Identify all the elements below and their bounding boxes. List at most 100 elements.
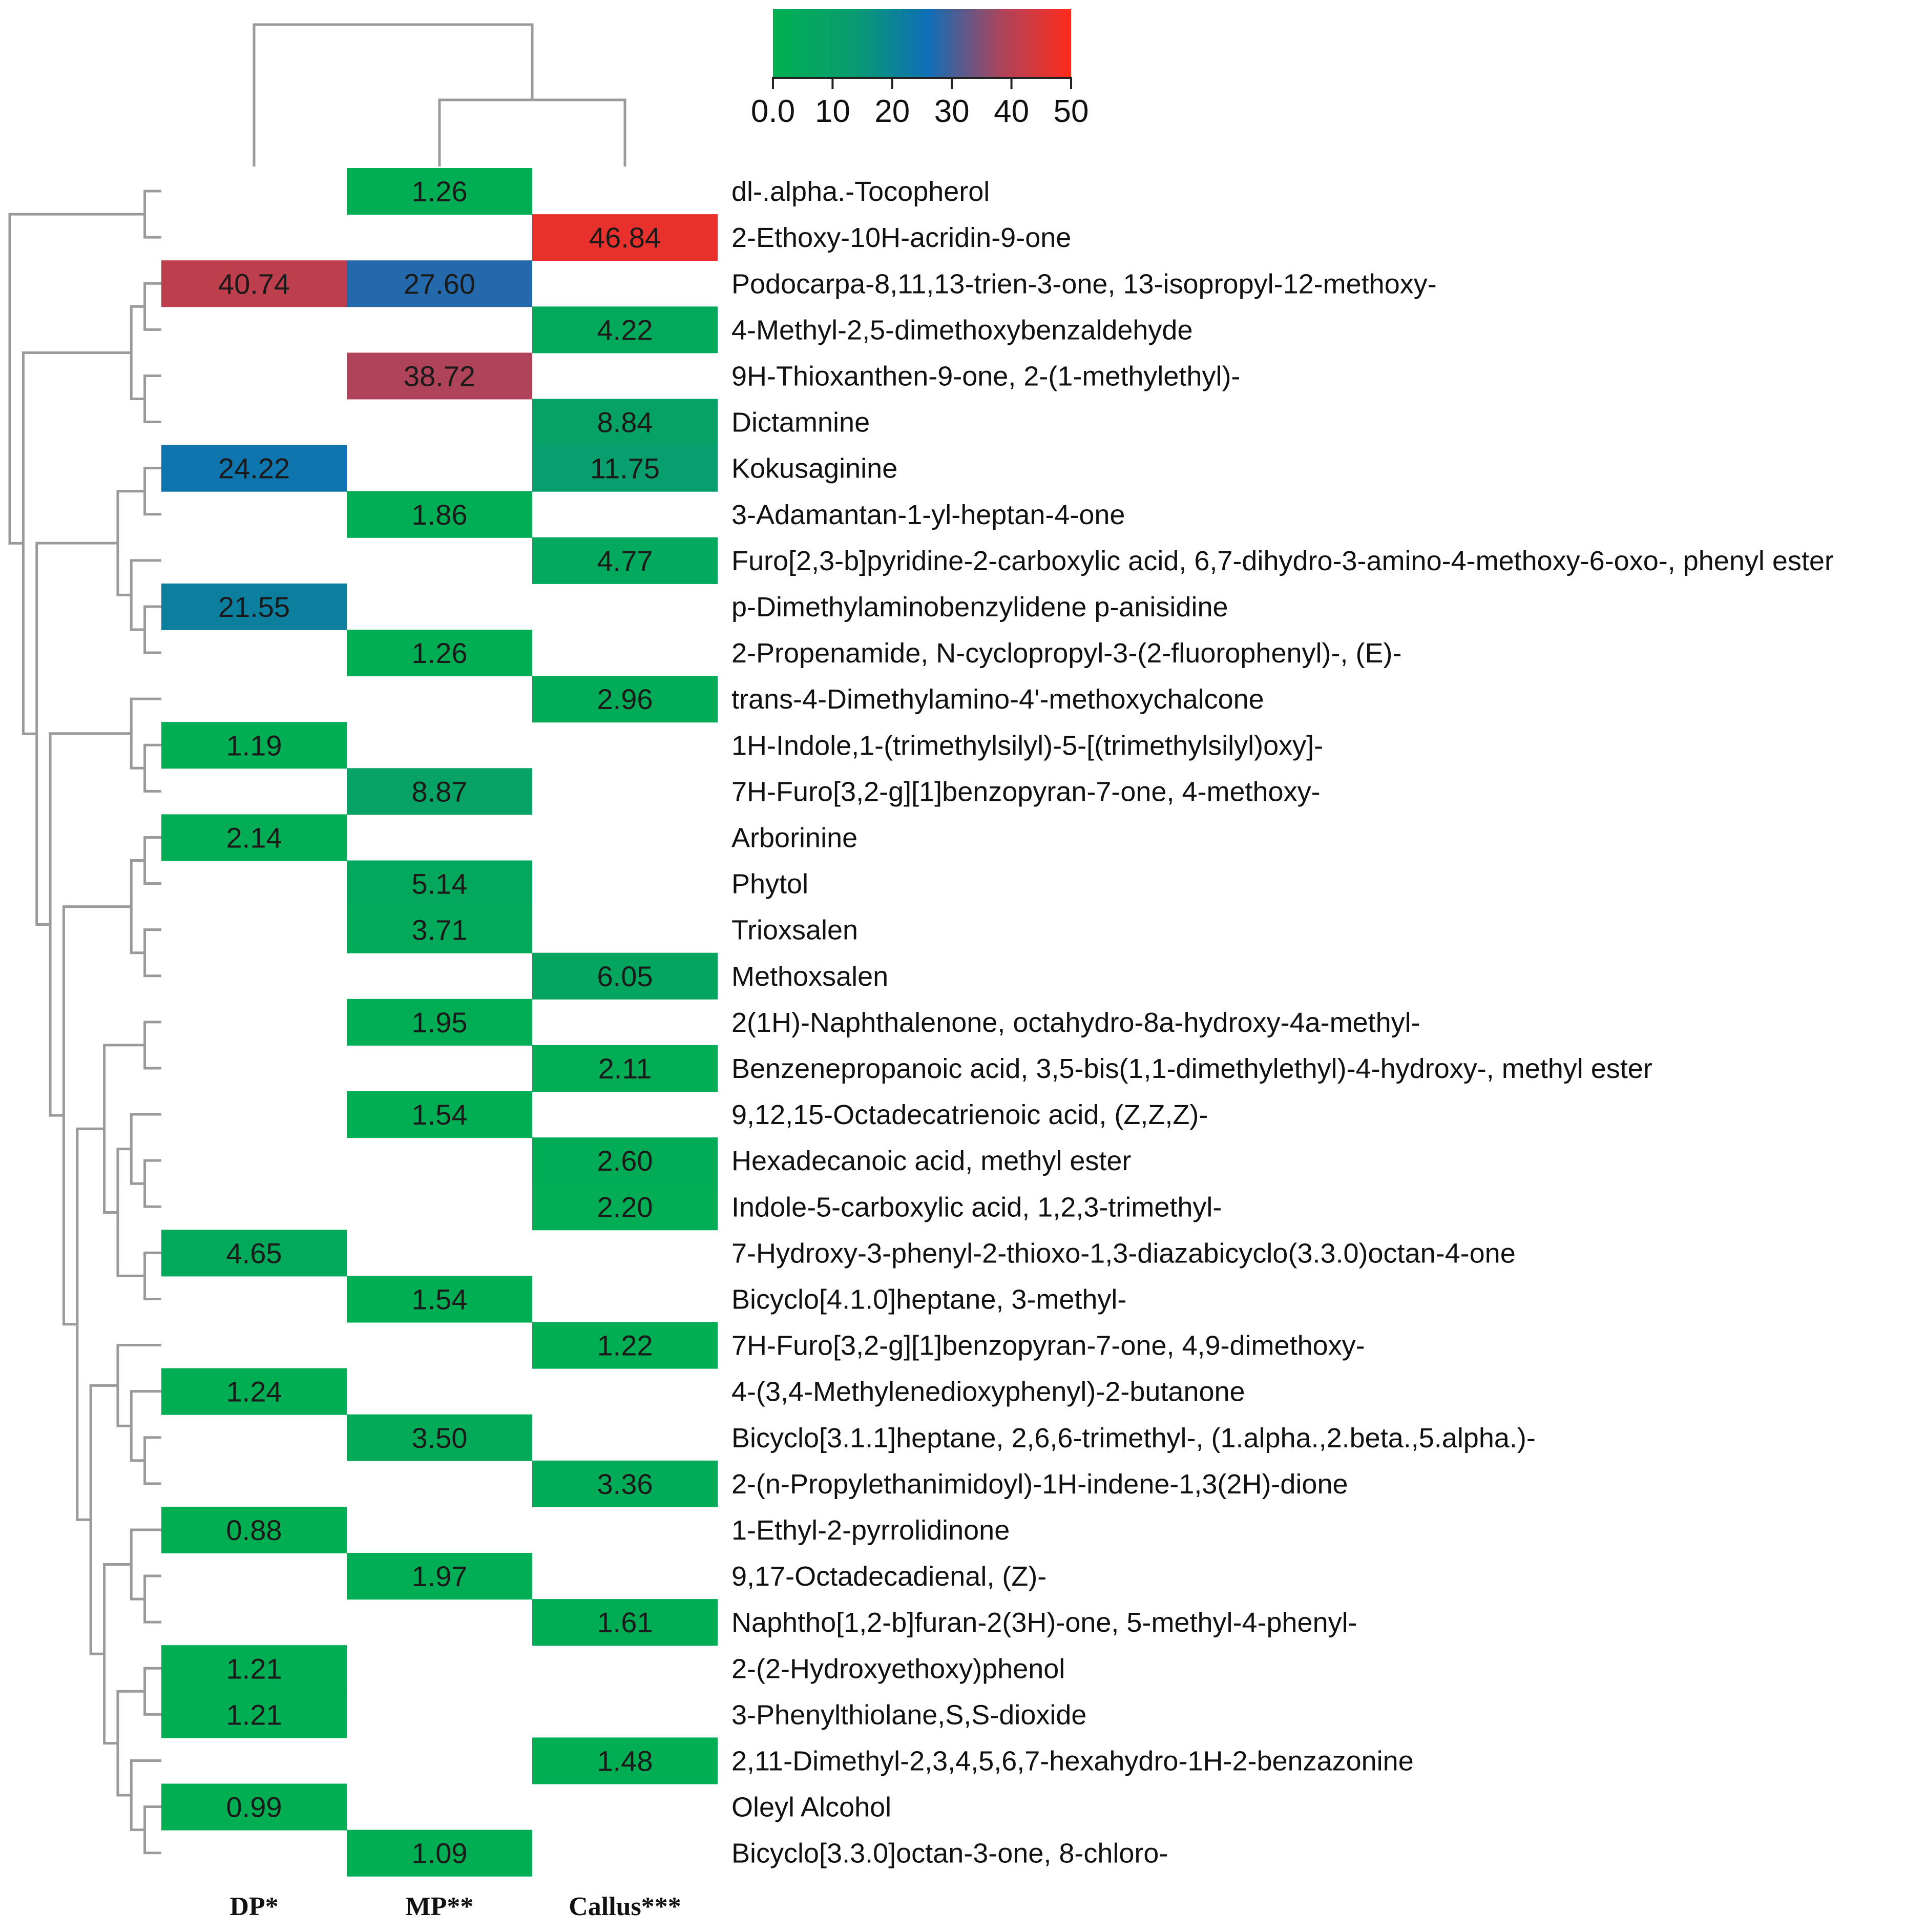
heatmap-cell: [347, 768, 532, 815]
cell-value-label: 0.99: [226, 1791, 282, 1823]
row-label-naphtho-1-2-b-furan-2-3h-one-5-methyl-4-: Naphtho[1,2-b]furan-2(3H)-one, 5-methyl-…: [731, 1607, 1357, 1638]
column-labels: DP* MP** Callus***: [229, 1892, 681, 1921]
row-dendrogram-branch: [49, 732, 132, 1117]
row-label-dl-alpha-tocopherol: dl-.alpha.-Tocopherol: [731, 176, 990, 207]
cell-value-label: 3.71: [412, 914, 468, 946]
row-dendrogram-branch: [143, 928, 161, 978]
row-label-7-hydroxy-3-phenyl-2-thioxo-1-3-diazabic: 7-Hydroxy-3-phenyl-2-thioxo-1,3-diazabic…: [731, 1238, 1516, 1269]
cell-value-label: 5.14: [412, 868, 468, 900]
row-label-2-1h-naphthalenone-octahydro-8a-hydroxy-: 2(1H)-Naphthalenone, octahydro-8a-hydrox…: [731, 1007, 1420, 1038]
row-dendrogram-branch: [130, 305, 145, 400]
cell-value-label: 46.84: [589, 221, 661, 254]
heatmap-cell: [532, 399, 718, 446]
column-dendrogram-branch: [253, 23, 534, 167]
cell-value-label: 0.88: [226, 1514, 282, 1546]
row-label-benzenepropanoic-acid-3-5-bis-1-1-dimeth: Benzenepropanoic acid, 3,5-bis(1,1-dimet…: [731, 1053, 1652, 1084]
cell-value-label: 1.86: [412, 498, 468, 531]
cell-value-label: 1.26: [412, 175, 468, 207]
column-label-callus: Callus***: [569, 1892, 681, 1921]
row-dendrogram-branch: [143, 282, 161, 331]
cell-value-label: 1.95: [412, 1006, 468, 1038]
heatmap-cell: [347, 260, 532, 307]
column-dendrogram: [253, 23, 626, 167]
heatmap-cell: [532, 952, 718, 1000]
row-label-9-12-15-octadecatrienoic-acid-z-z-z: 9,12,15-Octadecatrienoic acid, (Z,Z,Z)-: [731, 1099, 1208, 1130]
cell-value-label: 2.60: [597, 1145, 653, 1177]
heatmap-cell: [347, 1091, 532, 1138]
heatmap-cell: [161, 1368, 347, 1415]
row-label-2-ethoxy-10h-acridin-9-one: 2-Ethoxy-10H-acridin-9-one: [731, 222, 1071, 253]
row-dendrogram-branch: [8, 213, 145, 545]
heatmap-cell: [161, 722, 347, 769]
row-dendrogram-branch: [143, 1805, 161, 1855]
row-label-hexadecanoic-acid-methyl-ester: Hexadecanoic acid, methyl ester: [731, 1146, 1131, 1176]
cell-value-label: 1.54: [412, 1098, 468, 1131]
cell-value-label: 3.50: [412, 1422, 468, 1454]
cell-value-label: 1.24: [226, 1376, 282, 1408]
row-label-trioxsalen: Trioxsalen: [731, 915, 858, 946]
row-dendrogram-branch: [143, 743, 161, 793]
row-label-indole-5-carboxylic-acid-1-2-3-trimethyl: Indole-5-carboxylic acid, 1,2,3-trimethy…: [731, 1192, 1222, 1222]
row-label-2-11-dimethyl-2-3-4-5-6-7-hexahydro-1h-2: 2,11-Dimethyl-2,3,4,5,6,7-hexahydro-1H-2…: [731, 1746, 1414, 1776]
row-label-kokusaginine: Kokusaginine: [731, 453, 897, 484]
row-label-2-n-propylethanimidoyl-1h-indene-1-3-2h-: 2-(n-Propylethanimidoyl)-1H-indene-1,3(2…: [731, 1469, 1348, 1500]
row-label-methoxsalen: Methoxsalen: [731, 961, 888, 992]
heatmap-cell: [161, 1645, 347, 1692]
row-dendrogram-branch: [143, 374, 161, 424]
row-dendrogram-branch: [143, 467, 161, 516]
cell-value-label: 21.55: [218, 591, 290, 623]
heatmap-cell: [532, 676, 718, 723]
cell-value-label: 2.11: [598, 1052, 652, 1085]
cell-value-label: 4.77: [597, 545, 653, 577]
column-label-dp: DP*: [229, 1892, 278, 1921]
row-dendrogram-branch: [130, 1528, 161, 1601]
cell-value-label: 1.48: [597, 1744, 653, 1777]
cell-value-label: 8.84: [597, 406, 653, 439]
row-label-9-17-octadecadienal-z: 9,17-Octadecadienal, (Z)-: [731, 1561, 1046, 1592]
row-dendrogram: [8, 190, 161, 1855]
row-dendrogram-branch: [130, 697, 161, 770]
row-dendrogram-branch: [130, 1113, 161, 1185]
heatmap-cell: [532, 445, 718, 492]
cell-value-label: 3.36: [597, 1468, 653, 1500]
cell-value-label: 40.74: [218, 267, 290, 300]
row-dendrogram-branch: [143, 1436, 161, 1485]
cell-value-label: 38.72: [404, 360, 475, 392]
row-label-arborinine: Arborinine: [731, 822, 857, 853]
row-label-9h-thioxanthen-9-one-2-1-methylethyl: 9H-Thioxanthen-9-one, 2-(1-methylethyl)-: [731, 361, 1240, 391]
cell-value-label: 6.05: [597, 960, 653, 992]
cell-value-label: 1.54: [412, 1283, 468, 1315]
heatmap-cell: [347, 1830, 532, 1877]
colorbar-tick-label: 0.0: [751, 94, 795, 129]
row-label-phytol: Phytol: [731, 869, 808, 900]
row-label-2-2-hydroxyethoxy-phenol: 2-(2-Hydroxyethoxy)phenol: [731, 1653, 1065, 1684]
heatmap-cell: [161, 583, 347, 630]
cell-value-label: 1.21: [226, 1652, 282, 1685]
heatmap-cell: [161, 1783, 347, 1831]
cell-value-label: 27.60: [404, 267, 475, 300]
cell-value-label: 2.96: [597, 683, 653, 715]
row-dendrogram-branch: [143, 1574, 161, 1624]
heatmap-cell: [532, 1137, 718, 1185]
row-label-furo-2-3-b-pyridine-2-carboxylic-acid-6-: Furo[2,3-b]pyridine-2-carboxylic acid, 6…: [731, 546, 1834, 576]
row-dendrogram-branch: [130, 1759, 161, 1832]
heatmap-cell: [347, 906, 532, 953]
heatmap-cell: [532, 1599, 718, 1646]
row-label-oleyl-alcohol: Oleyl Alcohol: [731, 1792, 891, 1823]
heatmap-cell: [532, 537, 718, 584]
column-label-mp: MP**: [406, 1892, 474, 1921]
row-label-3-adamantan-1-yl-heptan-4-one: 3-Adamantan-1-yl-heptan-4-one: [731, 500, 1125, 530]
heatmap-cell: [161, 1506, 347, 1553]
row-dendrogram-branch: [143, 1159, 161, 1208]
row-dendrogram-branch: [130, 559, 161, 631]
row-dendrogram-branch: [143, 1021, 161, 1070]
cell-value-label: 1.26: [412, 637, 468, 669]
row-label-3-phenylthiolane-s-s-dioxide: 3-Phenylthiolane,S,S-dioxide: [731, 1699, 1086, 1730]
heatmap-cell: [347, 491, 532, 538]
heatmap-cell: [347, 352, 532, 400]
cell-value-label: 1.09: [412, 1837, 468, 1869]
heatmap-cell: [347, 1553, 532, 1600]
heatmap-cell: [161, 1230, 347, 1277]
